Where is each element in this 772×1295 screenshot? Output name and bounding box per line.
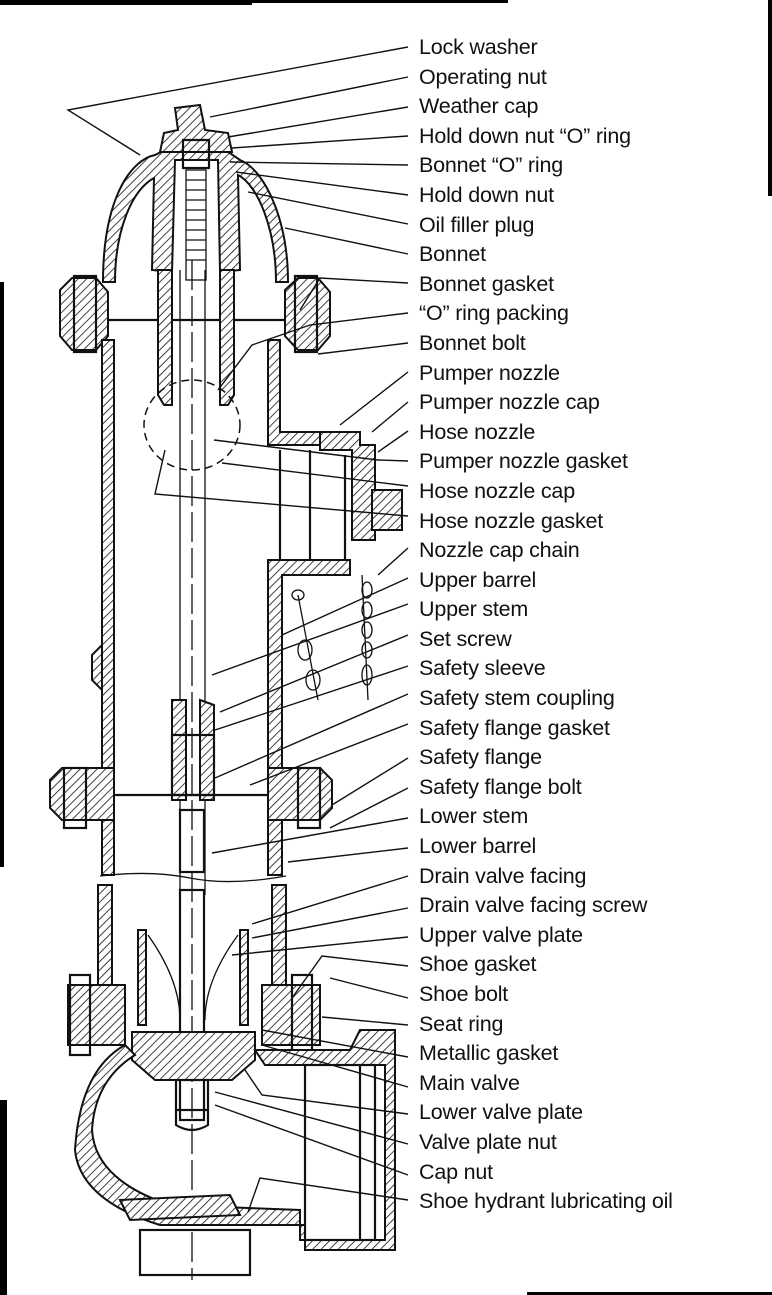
label-hose-nozzle-cap: Hose nozzle cap [419, 478, 575, 503]
label-lock-washer: Lock washer [419, 35, 538, 59]
bonnet-flange [59, 274, 331, 354]
operating-nut [181, 138, 211, 281]
detail-circle [143, 379, 241, 471]
label-drain-valve-facing: Drain valve facing [419, 863, 587, 888]
label-hose-nozzle: Hose nozzle [419, 419, 536, 444]
label-bonnet-o-ring: Bonnet “O” ring [419, 153, 563, 178]
label-weather-cap: Weather cap [419, 94, 539, 119]
label-main-valve: Main valve [419, 1070, 520, 1095]
label-shoe-bolt: Shoe bolt [419, 982, 509, 1006]
label-pumper-nozzle: Pumper nozzle [419, 360, 560, 385]
label-shoe-hydrant-lubricating-oil: Shoe hydrant lubricating oil [419, 1189, 673, 1214]
label-bonnet-gasket: Bonnet gasket [419, 271, 554, 296]
shoe-flange [67, 973, 321, 1057]
upper-barrel [91, 339, 351, 796]
safety-stem-coupling [170, 698, 216, 874]
scan-edge-left-low [0, 1100, 7, 1295]
weather-cap [158, 103, 234, 153]
label-oil-filler-plug: Oil filler plug [419, 212, 535, 237]
scan-edge-right-top [768, 0, 772, 196]
scan-edge-bottom-right [527, 1292, 772, 1295]
main-valve [131, 1031, 256, 1132]
scan-edge-left-mid [0, 282, 4, 867]
label-bonnet: Bonnet [419, 242, 486, 267]
label-o-ring-packing: “O” ring packing [419, 301, 569, 326]
label-lower-barrel: Lower barrel [419, 834, 537, 859]
label-set-screw: Set screw [419, 626, 512, 651]
label-hold-down-nut-o-ring: Hold down nut “O” ring [419, 123, 631, 148]
label-pumper-nozzle-cap: Pumper nozzle cap [419, 390, 600, 415]
pumper-nozzle [278, 431, 403, 560]
label-hold-down-nut: Hold down nut [419, 182, 554, 207]
stem-sleeve [157, 260, 235, 1280]
label-drain-valve-facing-screw: Drain valve facing screw [419, 893, 648, 918]
label-seat-ring: Seat ring [419, 1011, 504, 1036]
label-safety-flange-bolt: Safety flange bolt [419, 774, 582, 799]
label-lower-valve-plate: Lower valve plate [419, 1100, 583, 1125]
label-upper-stem: Upper stem [419, 597, 529, 622]
label-upper-valve-plate: Upper valve plate [419, 922, 583, 947]
leader-lines [66, 46, 409, 1213]
scan-edge-top-left [0, 0, 252, 5]
label-upper-barrel: Upper barrel [419, 567, 537, 592]
upper-valve-plate [137, 929, 249, 1026]
scan-edge-top-mid [252, 0, 508, 3]
bonnet [101, 144, 290, 283]
label-operating-nut: Operating nut [419, 64, 547, 89]
label-pumper-nozzle-gasket: Pumper nozzle gasket [419, 449, 628, 474]
label-safety-flange: Safety flange [419, 745, 542, 770]
shoe [73, 1029, 396, 1277]
label-cap-nut: Cap nut [419, 1159, 493, 1184]
label-safety-sleeve: Safety sleeve [419, 656, 546, 681]
parts-label-list: Lock washer Operating nut Weather cap Ho… [419, 33, 673, 1217]
label-nozzle-cap-chain: Nozzle cap chain [419, 538, 580, 563]
label-hose-nozzle-gasket: Hose nozzle gasket [419, 508, 604, 533]
label-shoe-gasket: Shoe gasket [419, 952, 537, 977]
label-valve-plate-nut: Valve plate nut [419, 1129, 557, 1154]
label-bonnet-bolt: Bonnet bolt [419, 330, 526, 355]
label-safety-stem-coupling: Safety stem coupling [419, 686, 615, 711]
label-metallic-gasket: Metallic gasket [419, 1041, 559, 1066]
label-lower-stem: Lower stem [419, 804, 529, 829]
label-safety-flange-gasket: Safety flange gasket [419, 715, 610, 740]
safety-flange [49, 766, 333, 830]
lower-barrel [97, 819, 287, 1122]
